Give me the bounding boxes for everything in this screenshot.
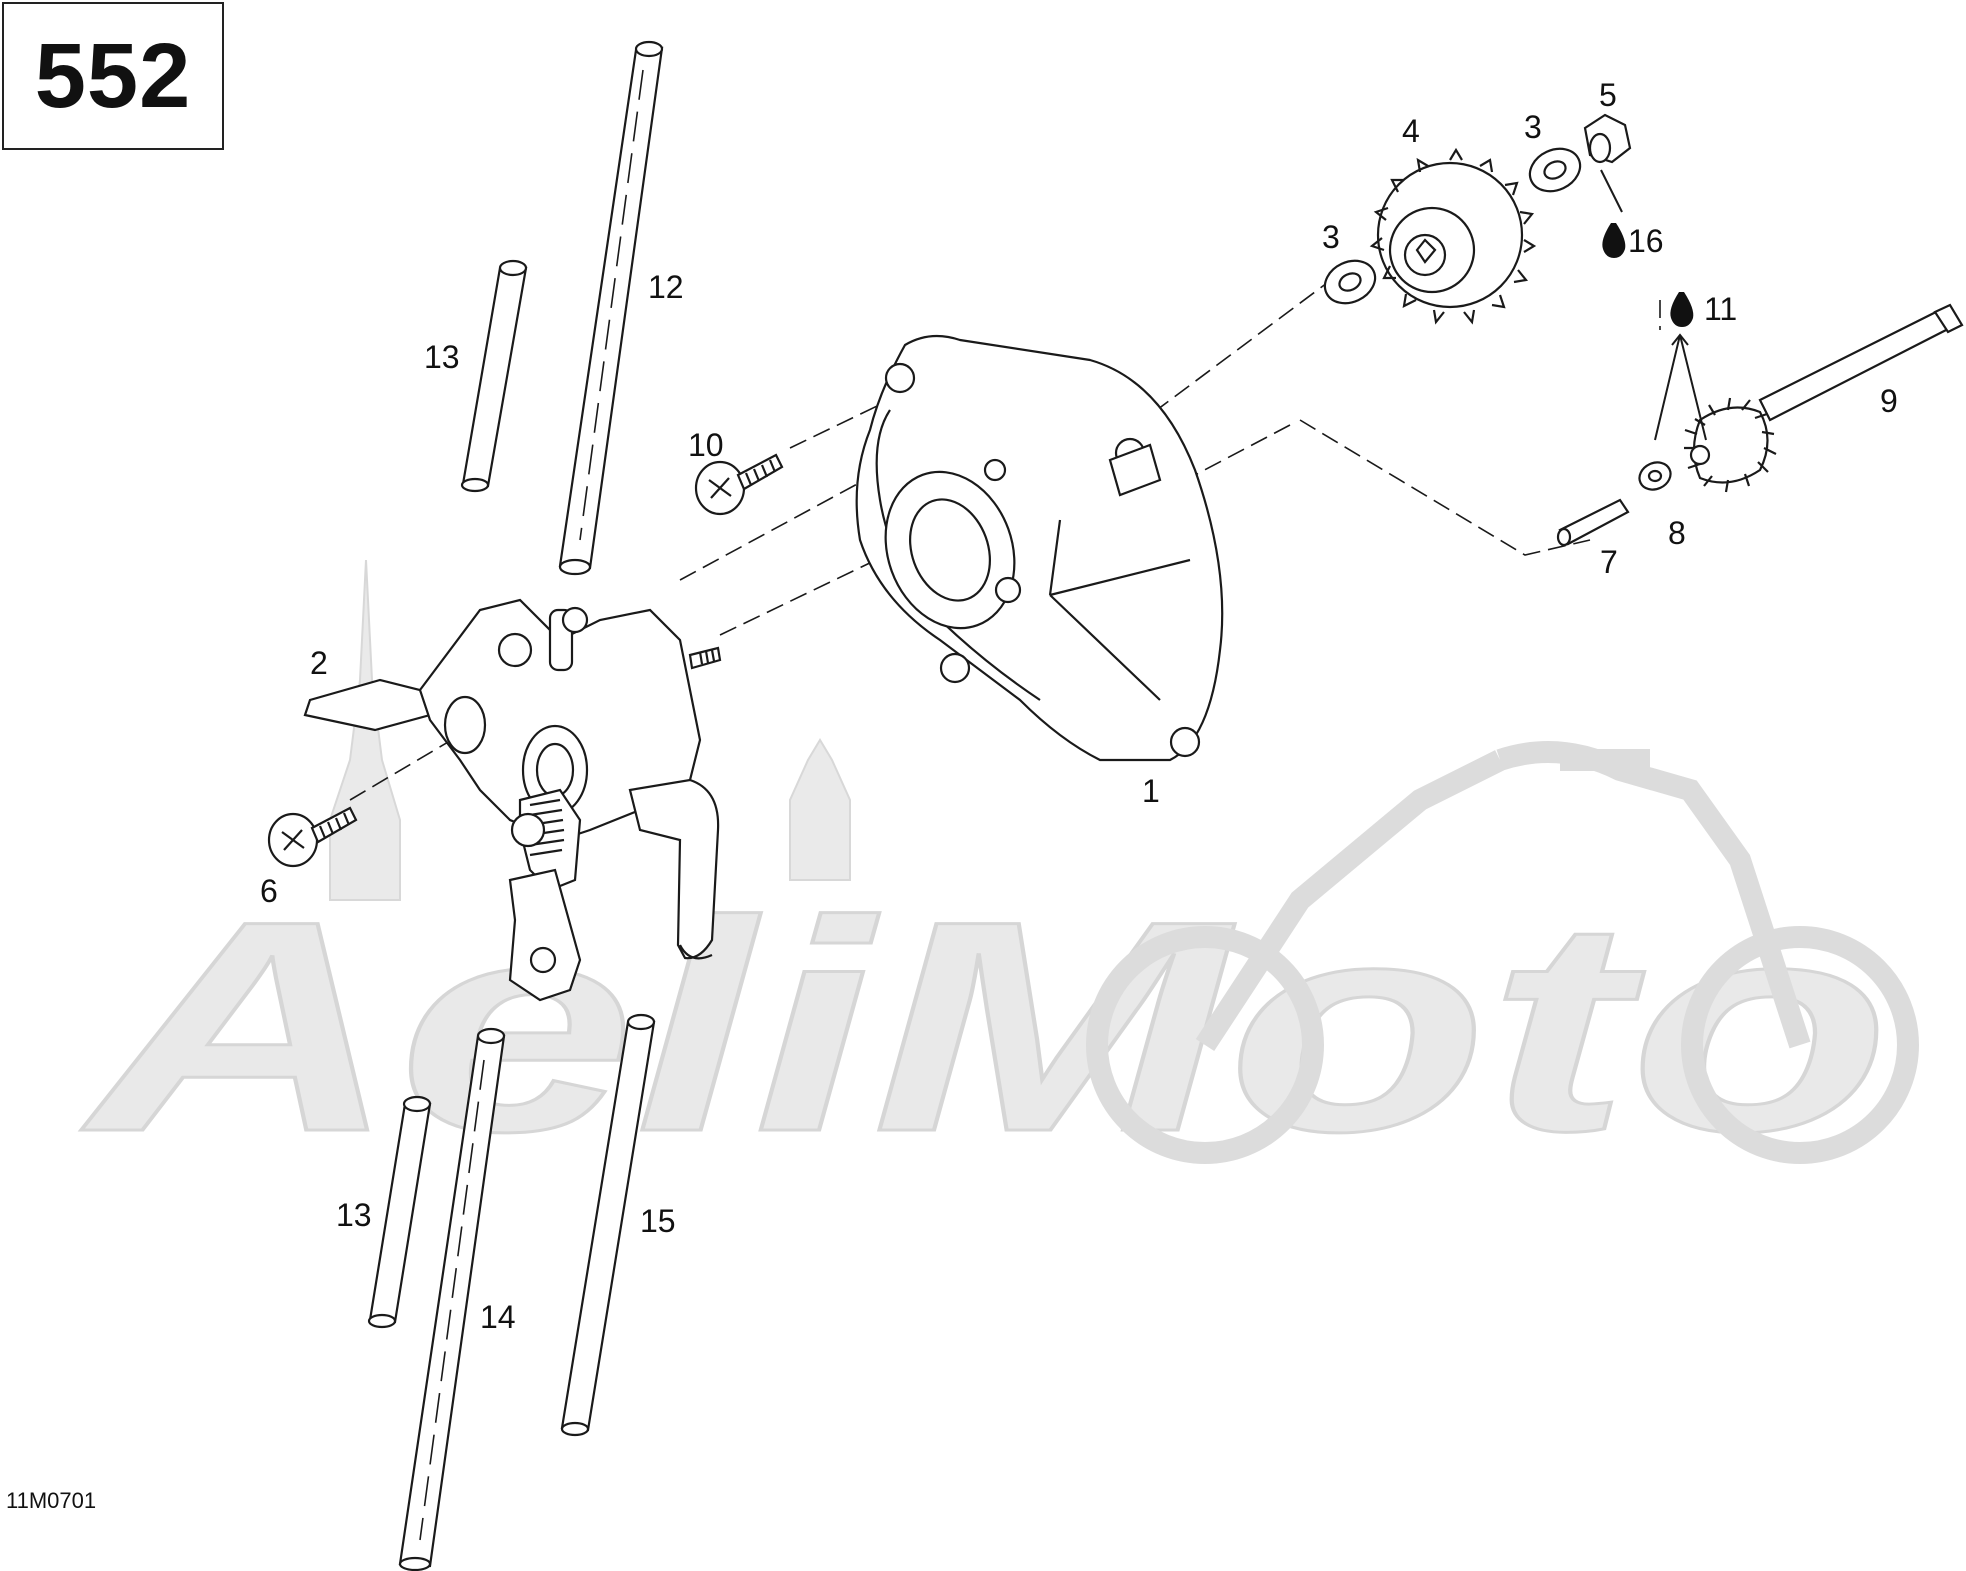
part-1-cover-plate (855, 334, 1224, 762)
part-3-washers (1323, 147, 1582, 305)
callouts: 1 2 3 3 4 5 6 7 8 9 10 11 12 13 13 14 15… (260, 77, 1898, 1335)
part-5-nut (1583, 113, 1632, 213)
callout-15: 15 (640, 1203, 676, 1239)
callout-4: 4 (1402, 113, 1420, 149)
part-9-shaft (1684, 303, 1964, 493)
part-10-screw (694, 453, 784, 516)
callout-11: 11 (1704, 291, 1737, 327)
part-7-pin (1556, 498, 1630, 547)
reference-code: 11M0701 (6, 1488, 97, 1513)
part-13-tube-bottom (367, 1095, 432, 1329)
part-14-tube (398, 1027, 506, 1571)
callout-16: 16 (1628, 223, 1664, 259)
watermark: AeliMoto (75, 559, 1919, 1196)
part-6-screw (267, 806, 358, 868)
watermark-text: AeliMoto (77, 858, 1890, 1194)
callout-14: 14 (480, 1299, 516, 1335)
part-15-tube (560, 1013, 656, 1437)
callout-7: 7 (1600, 544, 1618, 580)
callout-5: 5 (1599, 77, 1617, 113)
callout-13: 13 (336, 1197, 372, 1233)
diagram-code: 552 (34, 24, 192, 127)
part-8-washer (1638, 461, 1672, 491)
oil-drop-icon (1670, 292, 1694, 327)
callout-12: 12 (648, 269, 684, 305)
part-13-tube-top (460, 259, 528, 493)
watermark-wheel-rear (1681, 926, 1919, 1164)
leader-lines (1654, 333, 1707, 441)
watermark-church (329, 559, 851, 901)
callout-10: 10 (688, 427, 724, 463)
callout-13: 13 (424, 339, 460, 375)
watermark-wheel-front (1086, 926, 1324, 1164)
callout-9: 9 (1880, 383, 1898, 419)
diagram-code-box: 552 (2, 2, 224, 150)
watermark-bike-frame (1195, 741, 1811, 1052)
part-4-gear (1369, 147, 1537, 325)
part-12-tube (558, 40, 664, 576)
callout-3: 3 (1322, 219, 1340, 255)
callout-2: 2 (310, 645, 328, 681)
callout-6: 6 (260, 873, 278, 909)
callout-1: 1 (1142, 773, 1160, 809)
callout-3: 3 (1524, 109, 1542, 145)
oil-drop-icon (1602, 223, 1626, 258)
callout-8: 8 (1668, 515, 1686, 551)
part-2-oil-pump (303, 598, 722, 1002)
